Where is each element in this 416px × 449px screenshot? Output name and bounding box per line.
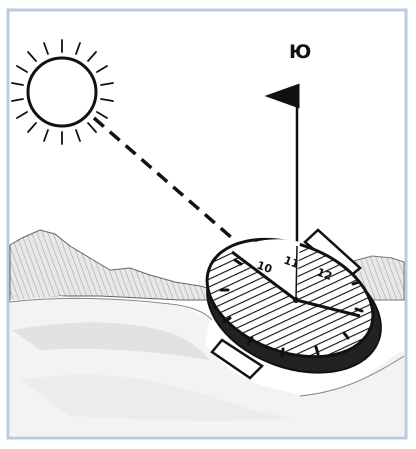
bisector-line <box>296 246 297 300</box>
watch-hand-pivot <box>293 297 299 303</box>
sun-disc <box>28 58 96 126</box>
south-direction-label: Ю <box>289 41 311 63</box>
